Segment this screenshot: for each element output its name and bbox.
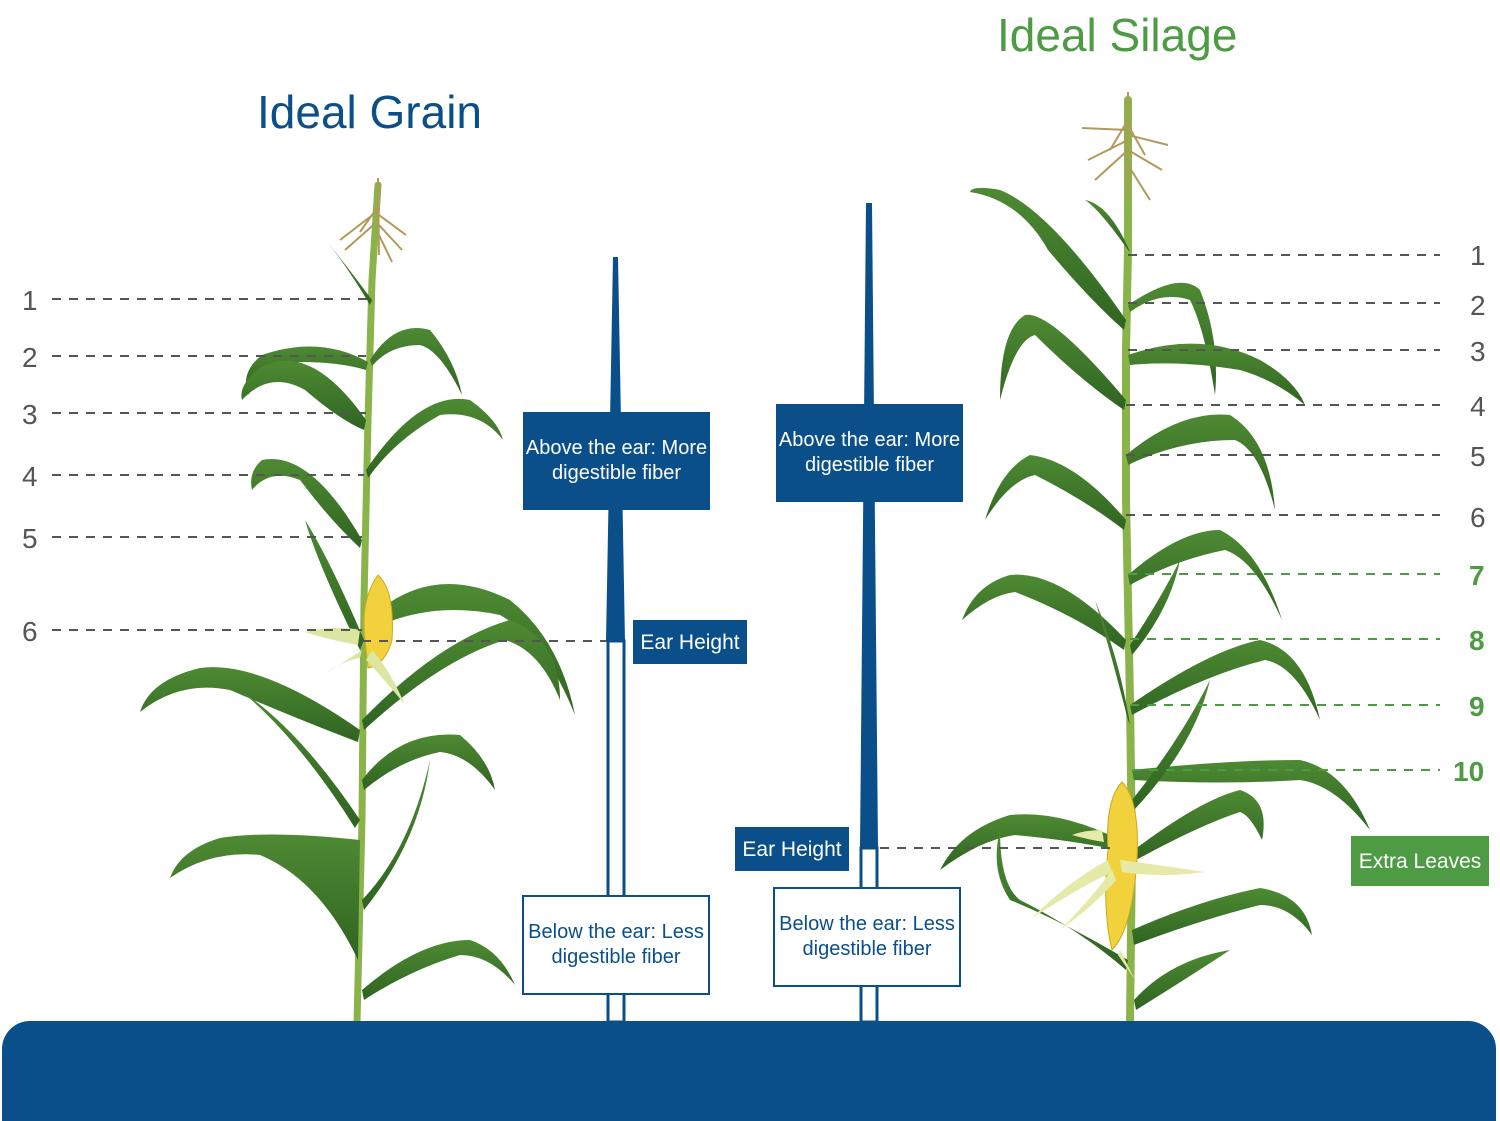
extra-leaves-label: Extra Leaves — [1351, 836, 1489, 886]
silage-title: Ideal Silage — [997, 9, 1238, 61]
grain-leaves — [140, 243, 575, 1000]
silage-leaf-number: 5 — [1470, 441, 1486, 472]
silage-tassel — [1081, 92, 1169, 201]
silage-leaf-lines — [880, 254, 1440, 849]
grain-leaf-number: 3 — [22, 399, 38, 430]
grain-leaf-number: 1 — [22, 285, 38, 316]
corn-diagram — [52, 92, 1440, 1026]
grain-title: Ideal Grain — [257, 86, 483, 138]
grain-ear — [305, 574, 405, 705]
grain-plant — [140, 177, 575, 1026]
silage-ear — [1032, 781, 1205, 980]
silage-leaf-number: 4 — [1470, 391, 1486, 422]
silage-extra-leaf-number: 9 — [1469, 691, 1485, 722]
grain-leaf-number: 4 — [22, 461, 38, 492]
grain-above-ear-box: Above the ear: More digestible fiber — [523, 412, 710, 510]
silage-ear-height-label: Ear Height — [735, 827, 849, 871]
grain-stalk — [353, 181, 382, 1026]
grain-ear-height-label: Ear Height — [633, 620, 747, 664]
grain-leaf-lines — [52, 298, 612, 642]
silage-extra-leaf-number: 8 — [1469, 625, 1485, 656]
silage-below-ear-box: Below the ear: Less digestible fiber — [773, 887, 961, 987]
grain-leaf-number: 2 — [22, 342, 38, 373]
silage-leaves — [940, 187, 1370, 1010]
silage-extra-leaf-number: 7 — [1469, 560, 1485, 591]
silage-leaf-number: 1 — [1470, 240, 1486, 271]
silage-leaf-number: 2 — [1470, 290, 1486, 321]
silage-leaf-number: 3 — [1470, 336, 1486, 367]
ground-band — [2, 1021, 1496, 1121]
silage-extra-leaf-number: 10 — [1453, 756, 1485, 787]
grain-leaf-number: 5 — [22, 523, 38, 554]
grain-below-ear-box: Below the ear: Less digestible fiber — [522, 895, 710, 995]
silage-leaf-number: 6 — [1470, 502, 1486, 533]
grain-tassel — [339, 177, 407, 263]
silage-above-ear-box: Above the ear: More digestible fiber — [776, 404, 963, 502]
grain-leaf-number: 6 — [22, 616, 38, 647]
silage-plant — [940, 92, 1370, 1026]
